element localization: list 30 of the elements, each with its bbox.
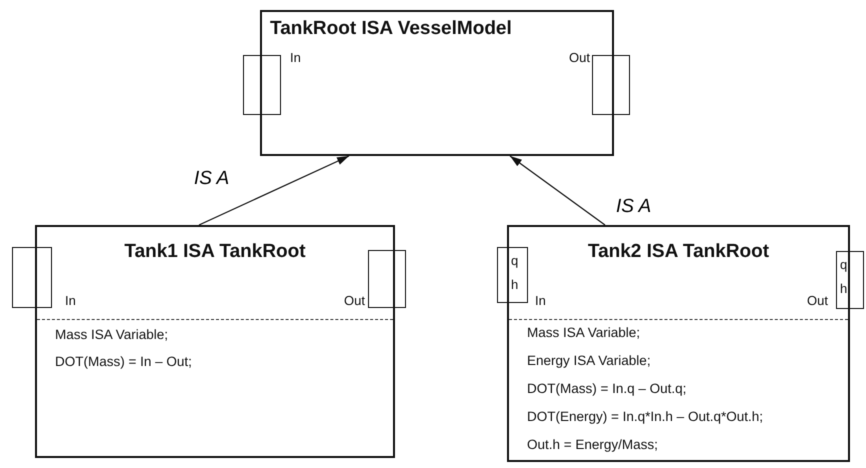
port-name: In bbox=[535, 293, 546, 308]
port-name: Out bbox=[569, 50, 590, 65]
arrow bbox=[510, 156, 606, 226]
class-box bbox=[260, 10, 614, 156]
equation-text: Energy ISA Variable; bbox=[527, 353, 651, 368]
port-name: Out bbox=[807, 293, 828, 308]
arrow bbox=[198, 155, 350, 226]
equation-text: Out.h = Energy/Mass; bbox=[527, 437, 658, 452]
port-variable-label: h bbox=[511, 277, 518, 292]
equation-text: Mass ISA Variable; bbox=[527, 325, 640, 340]
class-title: Tank1 ISA TankRoot bbox=[123, 241, 307, 263]
port-variable-label: q bbox=[511, 253, 518, 268]
port-name: Out bbox=[344, 293, 365, 308]
equation-text: DOT(Mass) = In – Out; bbox=[55, 354, 192, 369]
equation-text: Mass ISA Variable; bbox=[55, 327, 168, 342]
port-box bbox=[836, 251, 864, 309]
port-box bbox=[12, 247, 52, 308]
port-name: In bbox=[65, 293, 76, 308]
equation-text: DOT(Mass) = In.q – Out.q; bbox=[527, 381, 686, 396]
port-box bbox=[243, 55, 281, 115]
port-box bbox=[497, 247, 528, 303]
port-variable-label: q bbox=[840, 257, 848, 272]
equation-text: DOT(Energy) = In.q*In.h – Out.q*Out.h; bbox=[527, 409, 763, 424]
port-box bbox=[368, 250, 406, 308]
port-variable-label: h bbox=[840, 281, 848, 296]
port-name: In bbox=[290, 50, 301, 65]
class-box bbox=[507, 225, 850, 462]
class-box bbox=[35, 225, 395, 458]
class-title: TankRoot ISA VesselModel bbox=[270, 18, 512, 40]
port-box bbox=[592, 55, 630, 115]
